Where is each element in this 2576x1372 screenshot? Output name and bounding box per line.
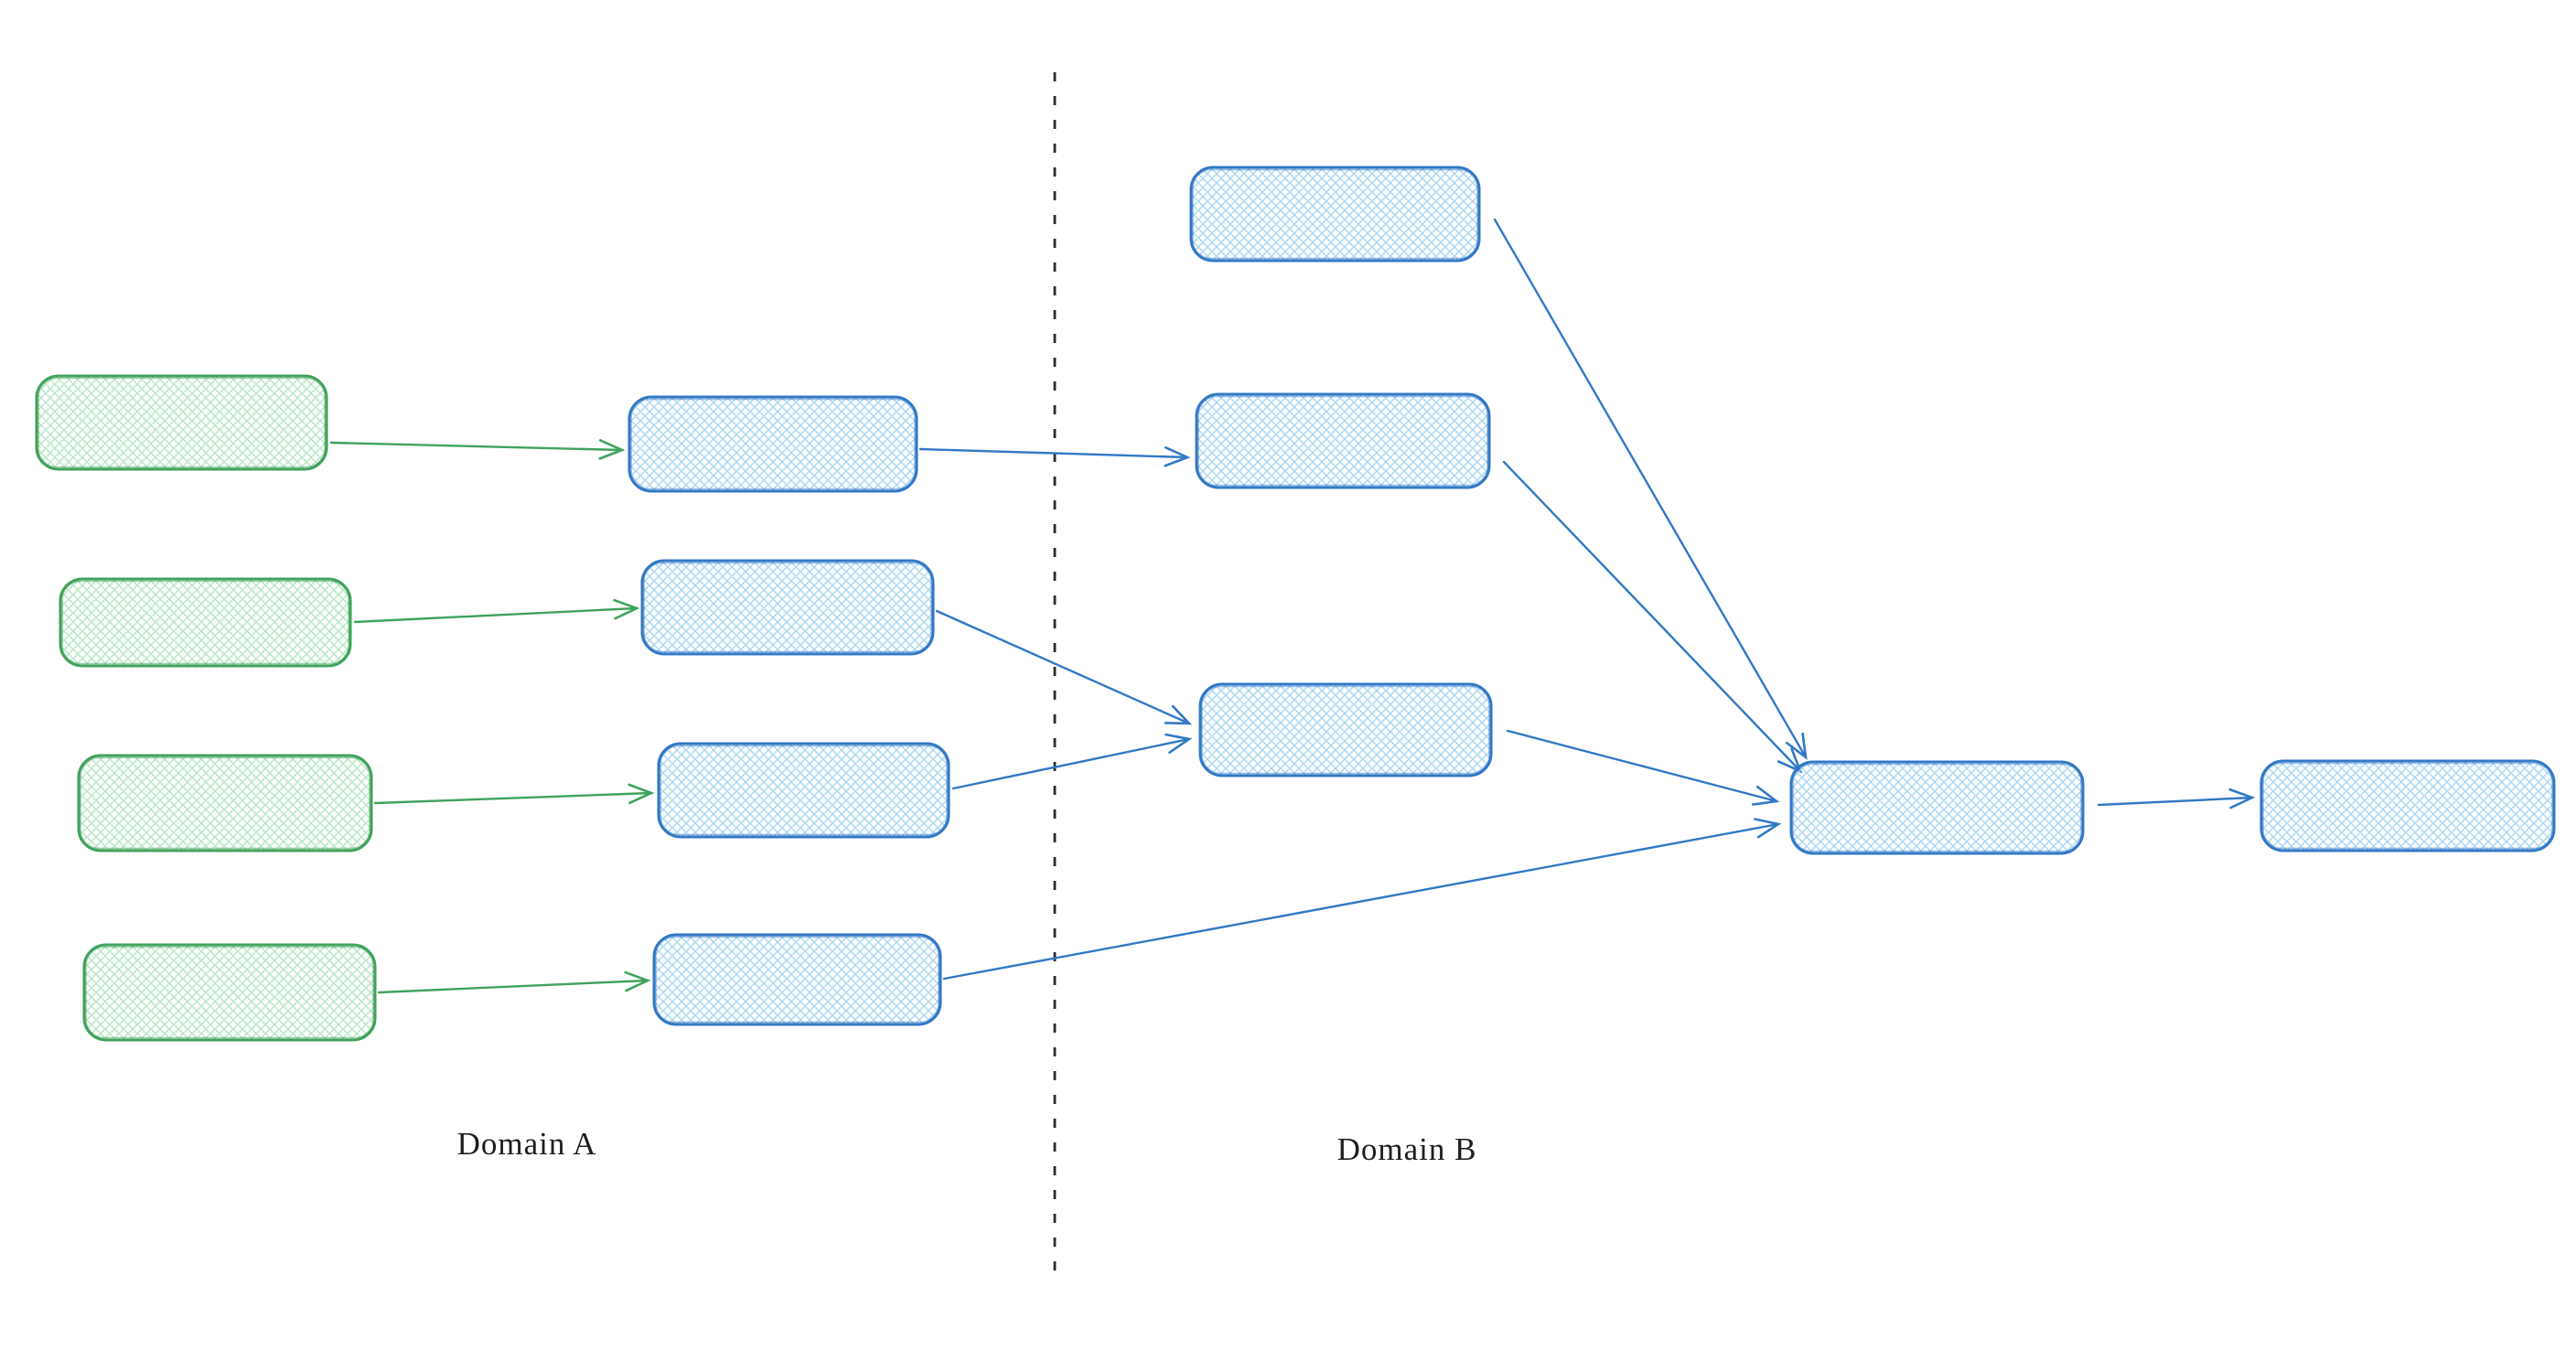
arrow-service1-to-aggregator	[1493, 218, 1808, 760]
node-domain-b-output	[2259, 759, 2556, 852]
node-domain-a-source-1-sketch-outline	[38, 377, 326, 468]
node-domain-a-source-1	[35, 374, 328, 471]
node-domain-a-source-3-sketch-outline	[80, 756, 370, 850]
node-domain-a-source-2-sketch-outline	[61, 580, 349, 665]
node-domain-b-service-2-sketch-outline	[1197, 395, 1488, 487]
node-domain-b-output-sketch-outline	[2262, 762, 2553, 850]
node-domain-a-source-3	[77, 754, 373, 852]
node-domain-a-source-4	[82, 943, 377, 1042]
node-domain-b-service-2	[1195, 392, 1491, 489]
node-domain-a-process-2-sketch-outline	[643, 562, 932, 653]
node-domain-a-process-3-sketch-outline	[660, 745, 948, 836]
node-domain-b-service-3-sketch-outline	[1201, 685, 1490, 775]
node-domain-a-source-2	[59, 577, 352, 668]
node-domain-a-process-3	[657, 742, 950, 839]
arrow-aggregator-to-output	[2097, 788, 2256, 809]
node-domain-b-service-3	[1198, 682, 1493, 777]
node-domain-a-process-1-sketch-outline	[630, 398, 916, 490]
node-domain-a-process-4	[652, 933, 942, 1026]
node-domain-b-aggregator	[1789, 760, 2085, 855]
arrow-process2-to-service3	[935, 609, 1193, 725]
arrow-source3-to-process3	[373, 783, 655, 805]
arrow-source1-to-process1	[329, 439, 626, 460]
node-domain-a-process-4-sketch-outline	[655, 936, 939, 1024]
arrow-process3-to-service3	[951, 733, 1193, 790]
node-domain-a-process-1	[628, 395, 918, 493]
node-domain-a-process-2	[640, 559, 935, 656]
arrow-service2-to-aggregator	[1502, 460, 1803, 774]
node-domain-b-service-1	[1189, 166, 1481, 263]
arrow-source2-to-process2	[353, 598, 640, 624]
domain-b-label: Domain B	[1337, 1131, 1477, 1167]
arrow-process4-to-aggregator	[942, 818, 1782, 981]
arrow-source4-to-process4	[377, 970, 651, 994]
arrow-process1-to-service2	[918, 445, 1191, 467]
arrow-service3-to-aggregator	[1506, 729, 1780, 806]
node-domain-b-aggregator-sketch-outline	[1792, 763, 2082, 852]
node-domain-a-source-4-sketch-outline	[85, 946, 374, 1039]
domain-a-label: Domain A	[457, 1126, 597, 1162]
node-domain-b-service-1-sketch-outline	[1192, 168, 1478, 260]
